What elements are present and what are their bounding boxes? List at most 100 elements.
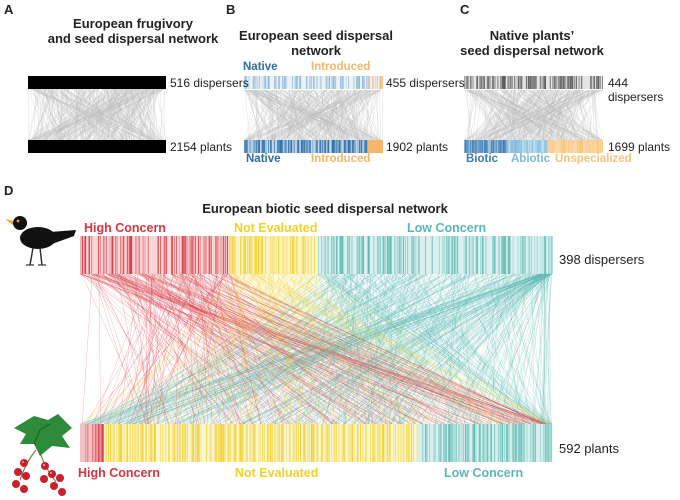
node-stripe bbox=[249, 236, 250, 274]
node-stripe bbox=[245, 236, 246, 274]
node-stripe bbox=[319, 140, 321, 153]
node-stripe bbox=[479, 424, 480, 462]
interaction-link bbox=[588, 89, 592, 141]
interaction-link bbox=[108, 273, 258, 425]
node-stripe bbox=[262, 140, 264, 153]
interaction-link bbox=[30, 87, 144, 141]
node-stripe bbox=[322, 140, 323, 153]
node-stripe bbox=[395, 236, 397, 274]
node-stripe bbox=[431, 236, 433, 274]
interaction-link bbox=[446, 273, 547, 425]
interaction-link bbox=[219, 273, 410, 425]
node-stripe bbox=[206, 424, 207, 462]
interaction-link bbox=[223, 273, 365, 425]
interaction-link bbox=[268, 273, 308, 425]
node-stripe bbox=[96, 424, 98, 462]
interaction-link bbox=[351, 273, 477, 425]
node-stripe bbox=[327, 76, 329, 89]
interaction-link bbox=[289, 89, 352, 141]
interaction-link bbox=[180, 273, 405, 425]
node-stripe bbox=[183, 236, 184, 274]
node-stripe bbox=[254, 236, 256, 274]
plant-unspecialized-block bbox=[548, 140, 603, 153]
interaction-link bbox=[126, 87, 132, 141]
node-stripe bbox=[480, 424, 481, 462]
interaction-link bbox=[343, 273, 358, 425]
interaction-link bbox=[423, 273, 452, 425]
node-stripe bbox=[171, 236, 173, 274]
node-stripe bbox=[253, 76, 255, 89]
interaction-link bbox=[381, 89, 384, 141]
node-stripe bbox=[546, 424, 548, 462]
node-stripe bbox=[269, 140, 271, 153]
interaction-link bbox=[375, 273, 550, 425]
node-stripe bbox=[589, 140, 591, 153]
node-stripe bbox=[467, 76, 469, 89]
node-stripe bbox=[509, 236, 511, 274]
interaction-link bbox=[110, 273, 446, 425]
node-stripe bbox=[336, 140, 337, 153]
node-stripe bbox=[534, 236, 536, 274]
node-stripe bbox=[274, 424, 276, 462]
interaction-link bbox=[397, 273, 552, 425]
interaction-link bbox=[159, 273, 446, 425]
node-stripe bbox=[85, 236, 87, 274]
node-stripe bbox=[555, 76, 557, 89]
panel-b-plants-count: 1902 plants bbox=[386, 140, 449, 154]
interaction-link bbox=[323, 273, 520, 425]
interaction-link bbox=[286, 273, 388, 425]
interaction-link bbox=[61, 87, 98, 141]
interaction-link bbox=[289, 273, 510, 425]
node-stripe bbox=[533, 424, 534, 462]
node-stripe bbox=[467, 76, 469, 89]
interaction-link bbox=[557, 89, 588, 141]
interaction-link bbox=[491, 273, 500, 425]
interaction-link bbox=[500, 273, 544, 425]
node-stripe bbox=[450, 424, 452, 462]
links-group bbox=[27, 87, 166, 141]
interaction-link bbox=[181, 273, 246, 425]
node-stripe bbox=[561, 140, 563, 153]
interaction-link bbox=[251, 273, 362, 425]
node-stripe bbox=[467, 140, 469, 153]
node-stripe bbox=[281, 140, 282, 153]
interaction-link bbox=[139, 273, 418, 425]
interaction-link bbox=[187, 273, 239, 425]
node-stripe bbox=[353, 76, 355, 89]
node-stripe bbox=[496, 140, 497, 153]
node-stripe bbox=[313, 76, 315, 89]
node-stripe bbox=[594, 140, 596, 153]
interaction-link bbox=[329, 273, 476, 425]
node-stripe bbox=[326, 76, 328, 89]
node-stripe bbox=[552, 76, 554, 89]
node-stripe bbox=[518, 424, 520, 462]
interaction-link bbox=[246, 273, 336, 425]
node-stripe bbox=[151, 424, 152, 462]
node-stripe bbox=[515, 424, 517, 462]
interaction-link bbox=[277, 273, 537, 425]
interaction-link bbox=[108, 273, 508, 425]
node-stripe bbox=[501, 76, 503, 89]
interaction-link bbox=[186, 273, 206, 425]
node-stripe bbox=[129, 424, 131, 462]
interaction-link bbox=[486, 89, 546, 141]
node-stripe bbox=[382, 236, 384, 274]
interaction-link bbox=[593, 89, 597, 141]
node-stripe bbox=[464, 76, 466, 89]
interaction-link bbox=[252, 89, 299, 141]
interaction-link bbox=[401, 273, 484, 425]
node-stripe bbox=[365, 424, 367, 462]
node-stripe bbox=[562, 76, 564, 89]
interaction-link bbox=[342, 273, 496, 425]
interaction-link bbox=[126, 273, 347, 425]
node-stripe bbox=[357, 76, 359, 89]
node-stripe bbox=[484, 140, 486, 153]
node-stripe bbox=[268, 76, 270, 89]
node-stripe bbox=[536, 236, 538, 274]
node-stripe bbox=[390, 236, 392, 274]
node-stripe bbox=[498, 140, 500, 153]
node-stripe bbox=[494, 236, 496, 274]
interaction-link bbox=[421, 273, 470, 425]
node-stripe bbox=[539, 140, 540, 153]
interaction-link bbox=[298, 273, 314, 425]
